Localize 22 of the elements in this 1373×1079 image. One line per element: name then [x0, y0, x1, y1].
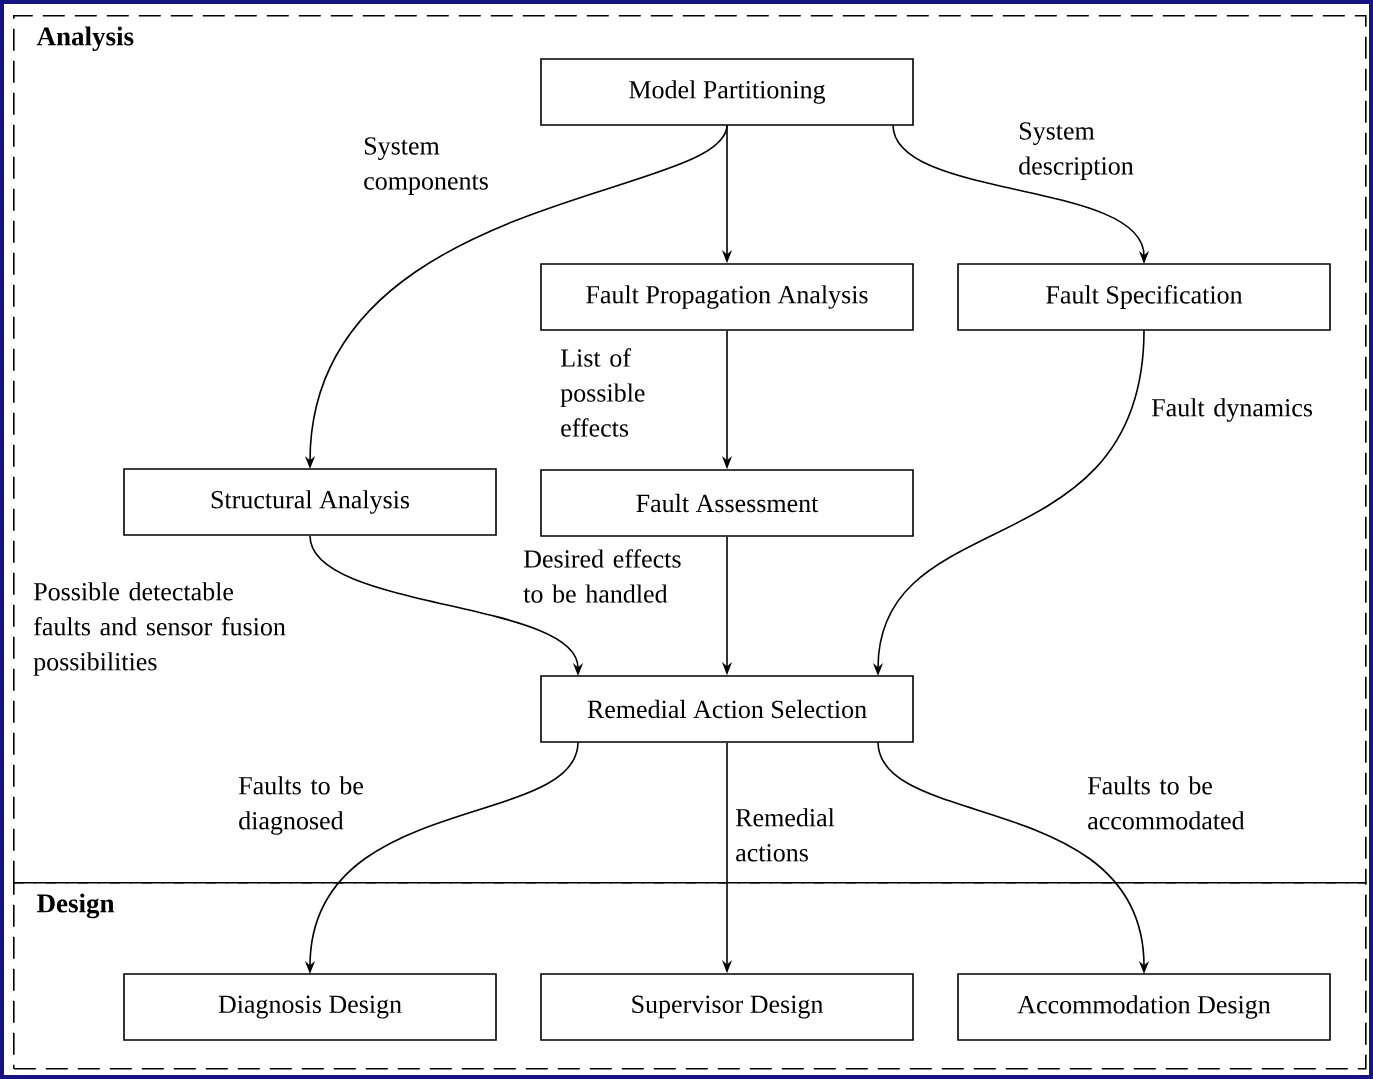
edge-label: Faults to be diagnosed [238, 776, 363, 835]
process-box: Diagnosis Design [123, 973, 497, 1041]
process-box: Structural Analysis [123, 468, 497, 536]
process-box: Remedial Action Selection [540, 675, 914, 743]
edge-label: Faults to be accommodated [1087, 776, 1245, 830]
region-box [13, 882, 1367, 1070]
process-box: Fault Specification [957, 263, 1331, 331]
region-heading: Design [37, 893, 115, 919]
edge-label: System components [364, 137, 488, 195]
process-box: Fault Assessment [540, 469, 914, 537]
edge-label: Possible detectable faults and sensor fusion possibilities [33, 582, 286, 676]
process-box: Model Partitioning [540, 58, 914, 126]
edge-label: List of possible effects [560, 348, 645, 437]
process-box: Supervisor Design [540, 973, 914, 1041]
process-box: Fault Propagation Analysis [540, 263, 914, 331]
edge-label: Fault dynamics [1151, 398, 1313, 422]
region-heading: Analysis [36, 26, 134, 52]
edge-label: Remedial actions [735, 808, 835, 862]
region-box [13, 15, 1367, 884]
process-box: Accommodation Design [957, 973, 1331, 1041]
edge-label: Desired effects to be handled [523, 549, 681, 603]
edge-label: System description [1019, 122, 1134, 180]
